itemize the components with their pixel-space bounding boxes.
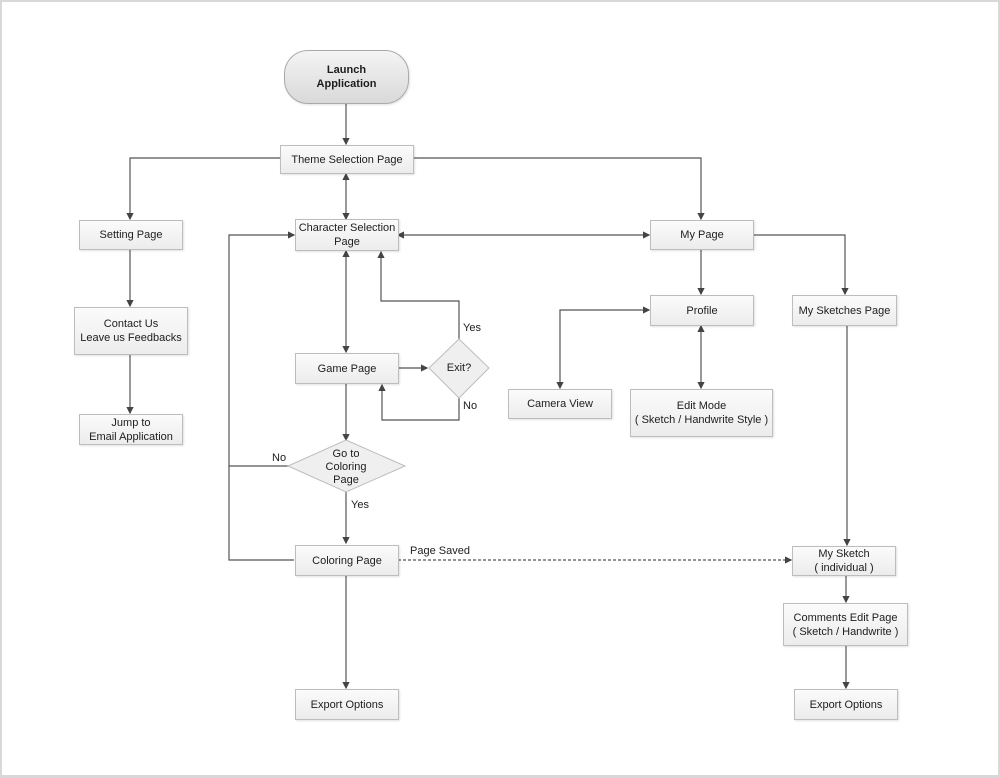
node-setting-page: Setting Page [79, 220, 183, 250]
node-camera-view: Camera View [508, 389, 612, 419]
label-page-saved: Page Saved [410, 545, 470, 557]
node-profile: Profile [650, 295, 754, 326]
edge-exit-yes [377, 250, 460, 339]
decision-coloring-shape [286, 439, 407, 493]
node-theme-selection: Theme Selection Page [280, 145, 414, 174]
edge-mypage-sketches [753, 234, 849, 296]
label-coloring-no: No [272, 452, 287, 464]
node-coloring-page: Coloring Page [295, 545, 399, 576]
decision-exit-shape [428, 338, 490, 399]
node-my-sketch: My Sketch ( individual ) [792, 546, 896, 576]
node-character-selection: Character Selection Page [295, 219, 399, 251]
edge-coloring-loop [228, 466, 294, 561]
edge-profile-camera [556, 306, 651, 390]
edge-exit-no [378, 383, 460, 421]
label-exit-yes: Yes [463, 322, 481, 334]
edge-theme-mypage [414, 157, 705, 221]
node-email-application: Jump to Email Application [79, 414, 183, 445]
label-exit-no: No [463, 400, 478, 412]
decision-exit: Exit? [446, 361, 472, 374]
start-launch-application: Launch Application [284, 50, 409, 104]
node-contact-us: Contact Us Leave us Feedbacks [74, 307, 188, 355]
node-edit-mode: Edit Mode ( Sketch / Handwrite Style ) [630, 389, 773, 437]
node-my-sketches-page: My Sketches Page [792, 295, 897, 326]
decision-go-to-coloring: Go to Coloring Page [325, 447, 367, 486]
node-game-page: Game Page [295, 353, 399, 384]
edge-decision-no [228, 231, 296, 467]
node-export-options-left: Export Options [295, 689, 399, 720]
label-coloring-yes: Yes [351, 499, 369, 511]
node-export-options-right: Export Options [794, 689, 898, 720]
node-my-page: My Page [650, 220, 754, 250]
node-comments-edit-page: Comments Edit Page ( Sketch / Handwrite … [783, 603, 908, 646]
edge-theme-setting [126, 157, 280, 221]
